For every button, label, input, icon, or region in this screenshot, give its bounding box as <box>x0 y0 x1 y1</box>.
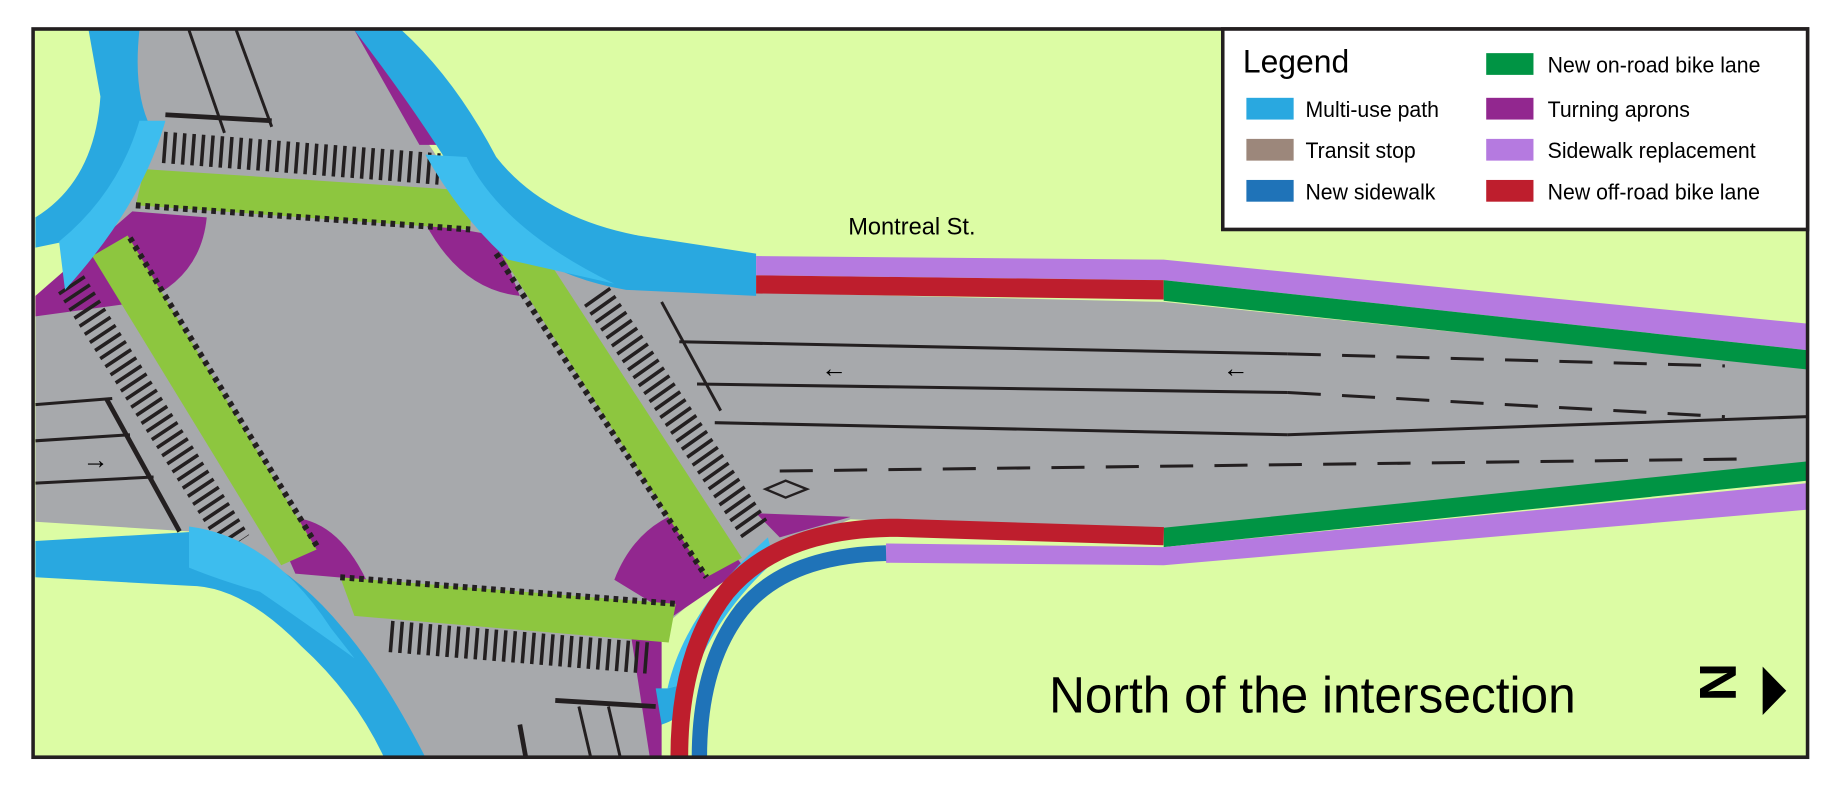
legend-swatch <box>1486 179 1534 202</box>
north-arrow-icon: N <box>1688 663 1787 715</box>
sidewalk-replacement-north <box>756 256 1808 351</box>
legend-label: Sidewalk replacement <box>1548 139 1756 163</box>
legend-item-turning-aprons: Turning aprons <box>1486 97 1690 122</box>
legend-item-on-road-bike-lane: New on-road bike lane <box>1486 53 1761 78</box>
legend-label: New sidewalk <box>1305 180 1435 204</box>
north-letter: N <box>1688 663 1746 701</box>
legend-label: Turning aprons <box>1548 98 1690 122</box>
legend-label: New on-road bike lane <box>1548 53 1761 77</box>
legend-label: Multi-use path <box>1305 98 1439 122</box>
caption: North of the intersection <box>1049 667 1576 724</box>
lane-arrows: ← ← → <box>83 353 1249 475</box>
legend-item-multi-use-path: Multi-use path <box>1246 97 1439 122</box>
sidewalk-replacement-south <box>886 483 1808 566</box>
legend-label: Transit stop <box>1305 139 1415 163</box>
off-road-bike-lane-north <box>756 275 1164 300</box>
map-frame <box>31 27 1810 760</box>
legend-label: New off-road bike lane <box>1548 180 1760 204</box>
legend-swatch <box>1246 138 1294 161</box>
legend-item-sidewalk-replacement: Sidewalk replacement <box>1486 138 1756 163</box>
legend-swatch <box>1246 97 1294 120</box>
arrow-right-icon: → <box>83 444 109 474</box>
arrow-left-icon: ← <box>821 353 847 383</box>
legend-swatch <box>1486 97 1534 120</box>
legend-title: Legend <box>1243 43 1349 79</box>
legend-swatch <box>1486 138 1534 161</box>
on-road-bike-lane-south <box>1163 461 1808 548</box>
legend-swatch <box>1246 179 1294 202</box>
bike-crossings <box>92 169 742 643</box>
legend-swatch <box>1486 53 1534 75</box>
north-arrow-triangle <box>1762 666 1787 715</box>
arrow-left-icon: ← <box>1223 353 1249 383</box>
legend: Legend Multi-use path Transit stop New s… <box>1220 27 1810 232</box>
crosswalks <box>58 131 769 674</box>
lane-markings <box>35 29 1808 758</box>
legend-item-new-sidewalk: New sidewalk <box>1246 179 1436 204</box>
off-road-bike-lane-south <box>670 518 1164 758</box>
street-label: Montreal St. <box>848 213 975 240</box>
legend-item-transit-stop: Transit stop <box>1246 138 1416 163</box>
new-sidewalk-south <box>691 545 887 758</box>
on-road-bike-lane-north <box>1163 280 1808 370</box>
legend-item-off-road-bike-lane: New off-road bike lane <box>1486 179 1760 204</box>
